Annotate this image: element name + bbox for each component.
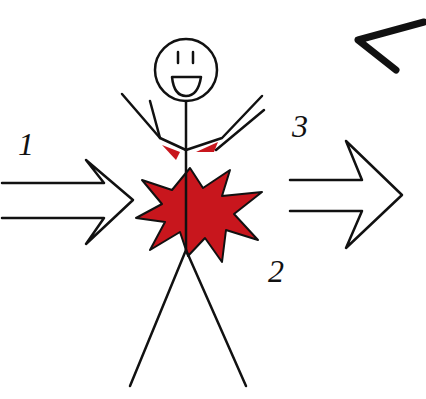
callout-number: 3: [292, 110, 308, 142]
corner-mark: [358, 22, 424, 70]
body: [185, 101, 188, 250]
eye: [192, 52, 195, 63]
input-arrow: [2, 160, 133, 244]
leg: [186, 250, 246, 386]
arm: [150, 101, 160, 138]
mouth: [172, 77, 201, 96]
eye: [177, 52, 180, 63]
output-arrow: [290, 141, 402, 248]
arm: [216, 110, 264, 150]
leg: [130, 250, 186, 386]
head: [155, 39, 217, 101]
callout-number: 2: [268, 255, 284, 287]
red-burst: [136, 168, 262, 262]
callout-number: 1: [18, 128, 34, 160]
arm: [122, 94, 186, 150]
